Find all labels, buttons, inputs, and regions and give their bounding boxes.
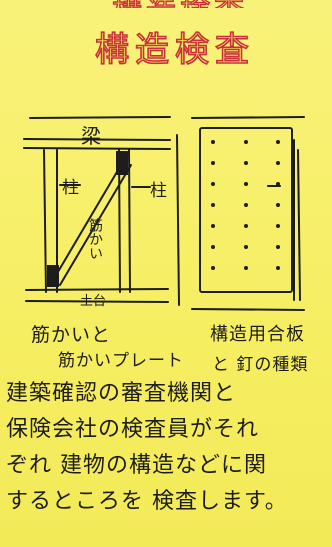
right-caption-line1: 構造用合板 [210, 324, 305, 345]
description-line-2: 保険会社の検査員がそれ [6, 417, 260, 442]
right-column-label: 柱 [150, 181, 167, 201]
page-title: 構造検査 [94, 29, 255, 71]
left-column-label: 柱 [62, 178, 79, 198]
brace-label: 筋かい [87, 218, 103, 260]
beam-label: 梁 [81, 124, 101, 148]
description-line-3: ぞれ 建物の構造などに関 [6, 453, 267, 478]
plywood-panel-drawing [176, 116, 305, 311]
header-partial-title: 構造検査 [80, 0, 280, 8]
description-line-1: 建築確認の審査機関と [6, 381, 237, 406]
left-caption-line2: 筋かいプレート [58, 351, 184, 371]
description-line-4: するところを 検査します。 [6, 489, 288, 514]
right-caption-line2: と 釘の種類 [212, 355, 309, 375]
nail-dots [211, 140, 280, 270]
description-text: 建築確認の審査機関と 保険会社の検査員がそれ ぞれ 建物の構造などに関 するとこ… [6, 376, 330, 520]
left-caption-line1: 筋かいと [31, 324, 112, 346]
brace-frame-drawing [23, 116, 171, 303]
sill-label: 土台 [80, 294, 107, 309]
